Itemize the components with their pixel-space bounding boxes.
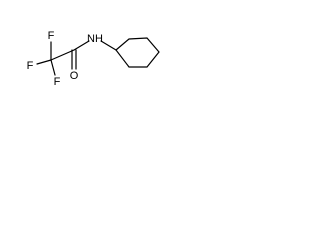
atom-label-fluorine-upper: F xyxy=(48,30,55,42)
bond-cf3-carbonyl xyxy=(50,49,75,61)
chemical-structure: F F F NH O xyxy=(27,30,160,88)
bond-nitrogen-cyclohexyl xyxy=(100,40,117,51)
atom-label-fluorine-left: F xyxy=(27,60,34,72)
bonds xyxy=(36,37,160,76)
bond-carbonyl-nitrogen xyxy=(73,40,90,51)
bond-cf3-f-left xyxy=(36,59,52,65)
atom-label-oxygen: O xyxy=(70,70,79,82)
atom-labels: F F F NH O xyxy=(27,30,103,88)
bond-cf3-f-lower xyxy=(50,59,56,76)
cyclohexane-ring xyxy=(115,37,160,68)
atom-label-fluorine-lower: F xyxy=(54,76,61,88)
atom-label-nitrogen-hydrogen: NH xyxy=(87,33,103,45)
